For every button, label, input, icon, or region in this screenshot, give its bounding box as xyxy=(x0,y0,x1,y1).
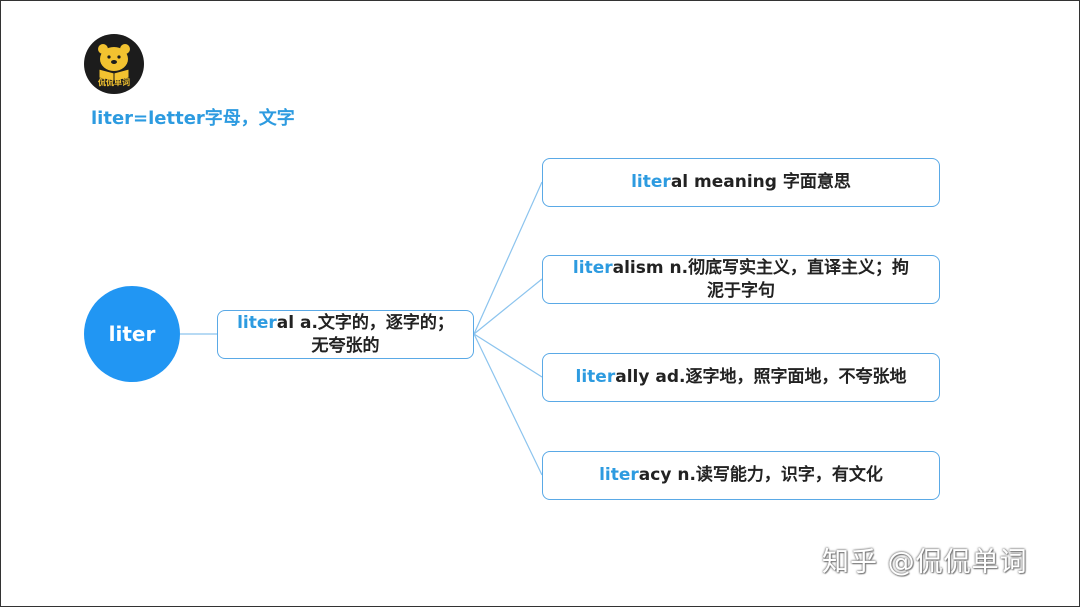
watermark: 知乎 @侃侃单词 xyxy=(822,547,1028,578)
root-prefix: liter xyxy=(237,312,277,333)
root-prefix: liter xyxy=(572,257,613,278)
node-literally-definition: ally ad.逐字地，照字面地，不夸张地 xyxy=(615,367,907,387)
connector-level1-meaning xyxy=(473,181,543,335)
node-literal-meaning: literal meaning 字面意思 xyxy=(542,158,940,207)
node-literal-definition-cont: 无夸张的 xyxy=(311,335,380,356)
node-literacy-text: literacy n.读写能力，识字，有文化 xyxy=(599,464,883,487)
root-node: liter xyxy=(84,286,180,382)
node-literal: literal a.文字的，逐字的； 无夸张的 xyxy=(217,310,474,359)
logo-text: 侃侃单词 xyxy=(98,78,130,87)
node-literal-meaning-definition: al meaning 字面意思 xyxy=(670,172,851,192)
node-literalism-text: literalism n.彻底写实主义，直译主义；拘 泥于字句 xyxy=(573,257,909,303)
connector-level1-literacy xyxy=(473,333,543,476)
node-literalism-definition: alism n.彻底写实主义，直译主义；拘 xyxy=(612,257,910,278)
logo: 侃侃单词 xyxy=(84,34,144,94)
node-literally-text: literally ad.逐字地，照字面地，不夸张地 xyxy=(576,366,907,389)
connector-level1-literally xyxy=(473,333,543,378)
node-literal-definition: al a.文字的，逐字的； xyxy=(276,312,454,333)
node-literally: literally ad.逐字地，照字面地，不夸张地 xyxy=(542,353,940,402)
root-prefix: liter xyxy=(631,172,671,192)
connector-level1-literalism xyxy=(473,278,543,335)
node-literal-text: literal a.文字的，逐字的； 无夸张的 xyxy=(237,312,454,358)
node-literalism: literalism n.彻底写实主义，直译主义；拘 泥于字句 xyxy=(542,255,940,304)
node-literal-meaning-text: literal meaning 字面意思 xyxy=(631,171,851,194)
root-prefix: liter xyxy=(599,465,639,485)
root-node-label: liter xyxy=(108,322,156,346)
root-prefix: liter xyxy=(575,367,616,387)
node-literacy: literacy n.读写能力，识字，有文化 xyxy=(542,451,940,500)
node-literacy-definition: acy n.读写能力，识字，有文化 xyxy=(638,465,883,485)
root-meaning-note: liter=letter字母，文字 xyxy=(91,108,295,129)
bear-reading-book-icon xyxy=(98,44,130,82)
node-literalism-definition-cont: 泥于字句 xyxy=(706,280,775,301)
